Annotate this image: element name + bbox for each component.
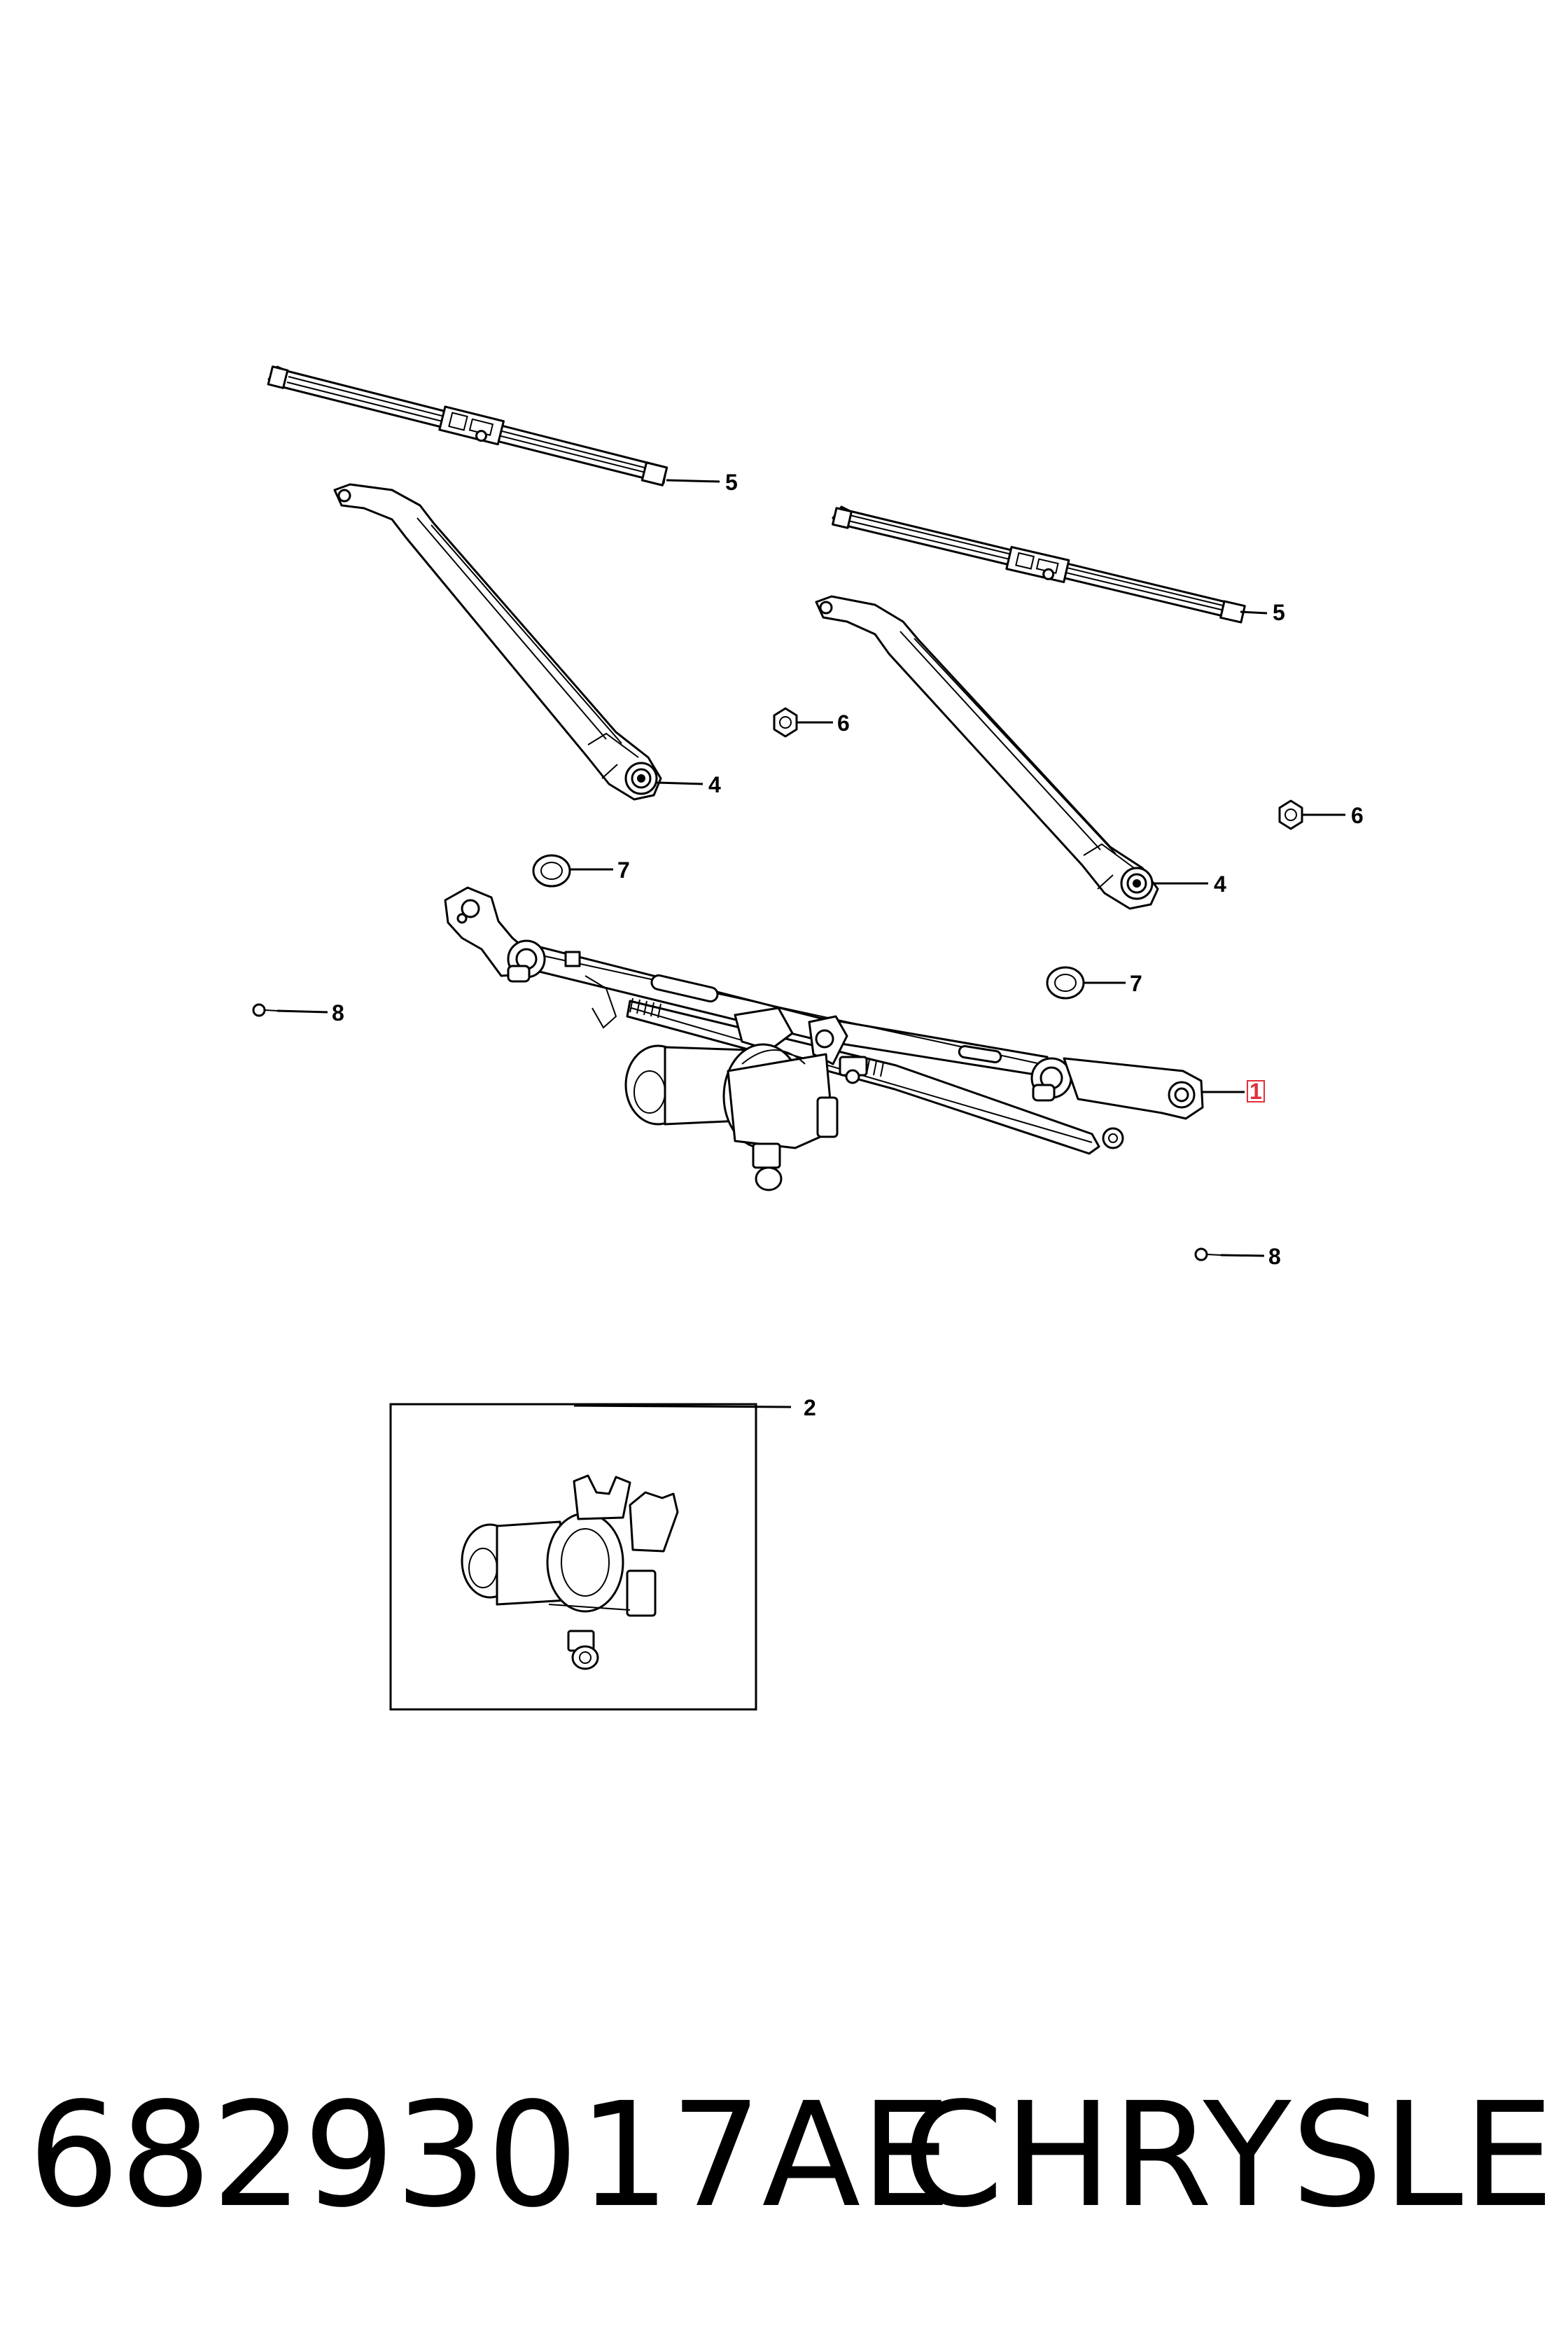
part-number: 68293017AE <box>28 2071 952 2239</box>
wiper-arm-right <box>815 595 1159 910</box>
callout-8-left: 8 <box>332 1000 344 1026</box>
bolt-right <box>1194 1247 1222 1261</box>
bolt-left <box>252 1003 278 1017</box>
callout-5-left: 5 <box>725 470 738 495</box>
callout-2: 2 <box>804 1395 816 1420</box>
wiper-blade-right <box>832 505 1246 624</box>
pivot-cap-left <box>532 854 571 888</box>
hex-nut-right <box>1278 799 1303 830</box>
wiper-motor <box>461 1474 679 1670</box>
callout-4-left: 4 <box>708 772 721 797</box>
callout-6-right: 6 <box>1351 803 1364 828</box>
wiper-blade-left <box>267 365 668 486</box>
hex-nut-left <box>773 707 798 738</box>
callout-8-right: 8 <box>1268 1244 1281 1269</box>
wiper-arm-left <box>333 483 662 801</box>
motor-inset <box>389 1403 757 1711</box>
callout-7-left: 7 <box>617 858 630 883</box>
callout-4-right: 4 <box>1214 872 1226 897</box>
wiper-linkage-assembly <box>444 886 1204 1191</box>
callout-1-highlight: 1 <box>1247 1079 1265 1104</box>
brand-name: CHRYSLER <box>903 2071 1568 2239</box>
pivot-cap-right <box>1046 966 1085 1000</box>
callout-1: 1 <box>1250 1079 1262 1104</box>
callout-6-left: 6 <box>837 710 850 736</box>
leader-lines <box>276 479 1345 1408</box>
callout-7-right: 7 <box>1130 971 1142 996</box>
callout-5-right: 5 <box>1273 600 1285 625</box>
